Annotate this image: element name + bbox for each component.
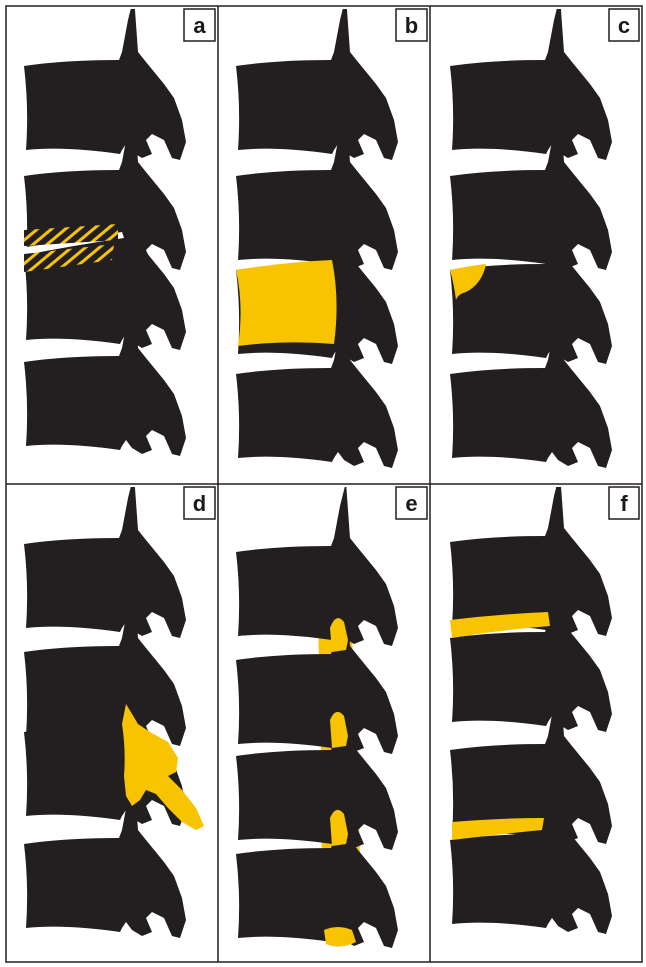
panel-label-a: a (193, 13, 206, 38)
highlight-column-base (324, 927, 356, 947)
label-box-c: c (609, 9, 639, 41)
vertebra (24, 0, 186, 160)
panel-label-f: f (620, 491, 628, 516)
label-box-b: b (396, 9, 427, 41)
vertebra (236, 0, 398, 160)
label-box-f: f (609, 487, 639, 519)
vertebra (450, 0, 612, 160)
panel-b (236, 0, 398, 468)
vertebra (450, 472, 612, 636)
vertebra (24, 474, 186, 638)
vertebra (236, 482, 398, 646)
panel-c (450, 0, 612, 468)
panel-label-e: e (405, 491, 417, 516)
panel-f (450, 472, 612, 934)
panel-label-c: c (618, 13, 630, 38)
panel-d (24, 474, 204, 938)
highlight-vertebral-body (236, 260, 337, 346)
panel-label-b: b (405, 13, 418, 38)
panel-label-d: d (193, 491, 206, 516)
label-box-d: d (184, 487, 215, 519)
label-box-a: a (184, 9, 215, 41)
panel-e (236, 482, 398, 948)
label-box-e: e (396, 487, 427, 519)
panel-a (20, 0, 186, 456)
